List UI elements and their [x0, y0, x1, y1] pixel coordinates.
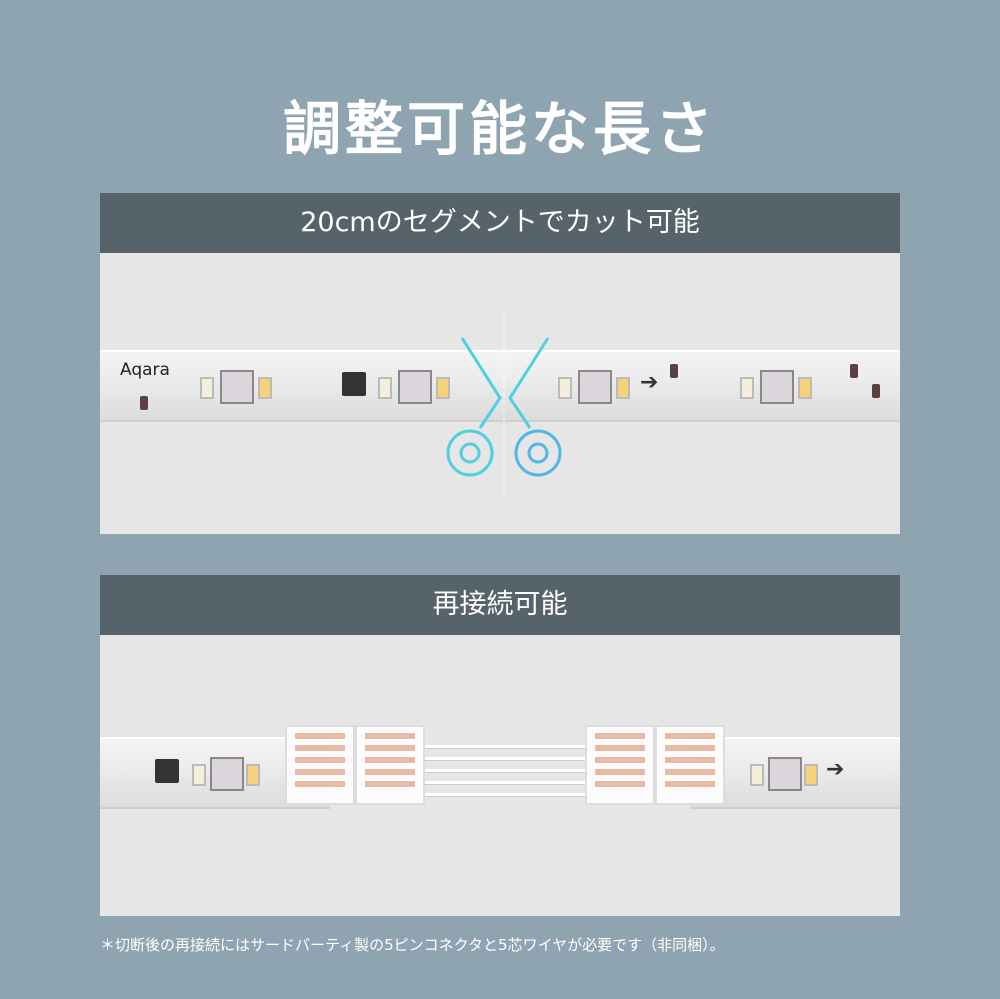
- connector-left: [285, 725, 355, 805]
- reconnect-illustration-panel: ➔: [100, 635, 900, 916]
- section-heading-reconnect: 再接続可能: [100, 575, 900, 635]
- connector-right: [655, 725, 725, 805]
- connector-left-clip: [355, 725, 425, 805]
- footnote: ＊切断後の再接続にはサードパーティ製の5ピンコネクタと5芯ワイヤが必要です（非同…: [100, 936, 725, 954]
- arrow-icon: ➔: [826, 757, 845, 782]
- section-heading-cut: 20cmのセグメントでカット可能: [100, 193, 900, 253]
- scissors-icon: [446, 313, 562, 493]
- cut-illustration-panel: Aqara ➔: [100, 253, 900, 534]
- connector-right-clip: [585, 725, 655, 805]
- led-strip-right: ➔: [690, 737, 900, 809]
- led-strip: Aqara ➔: [100, 350, 900, 422]
- page-title: 調整可能な長さ: [282, 95, 717, 163]
- brand-logo: Aqara: [120, 360, 170, 380]
- arrow-icon: ➔: [640, 370, 659, 395]
